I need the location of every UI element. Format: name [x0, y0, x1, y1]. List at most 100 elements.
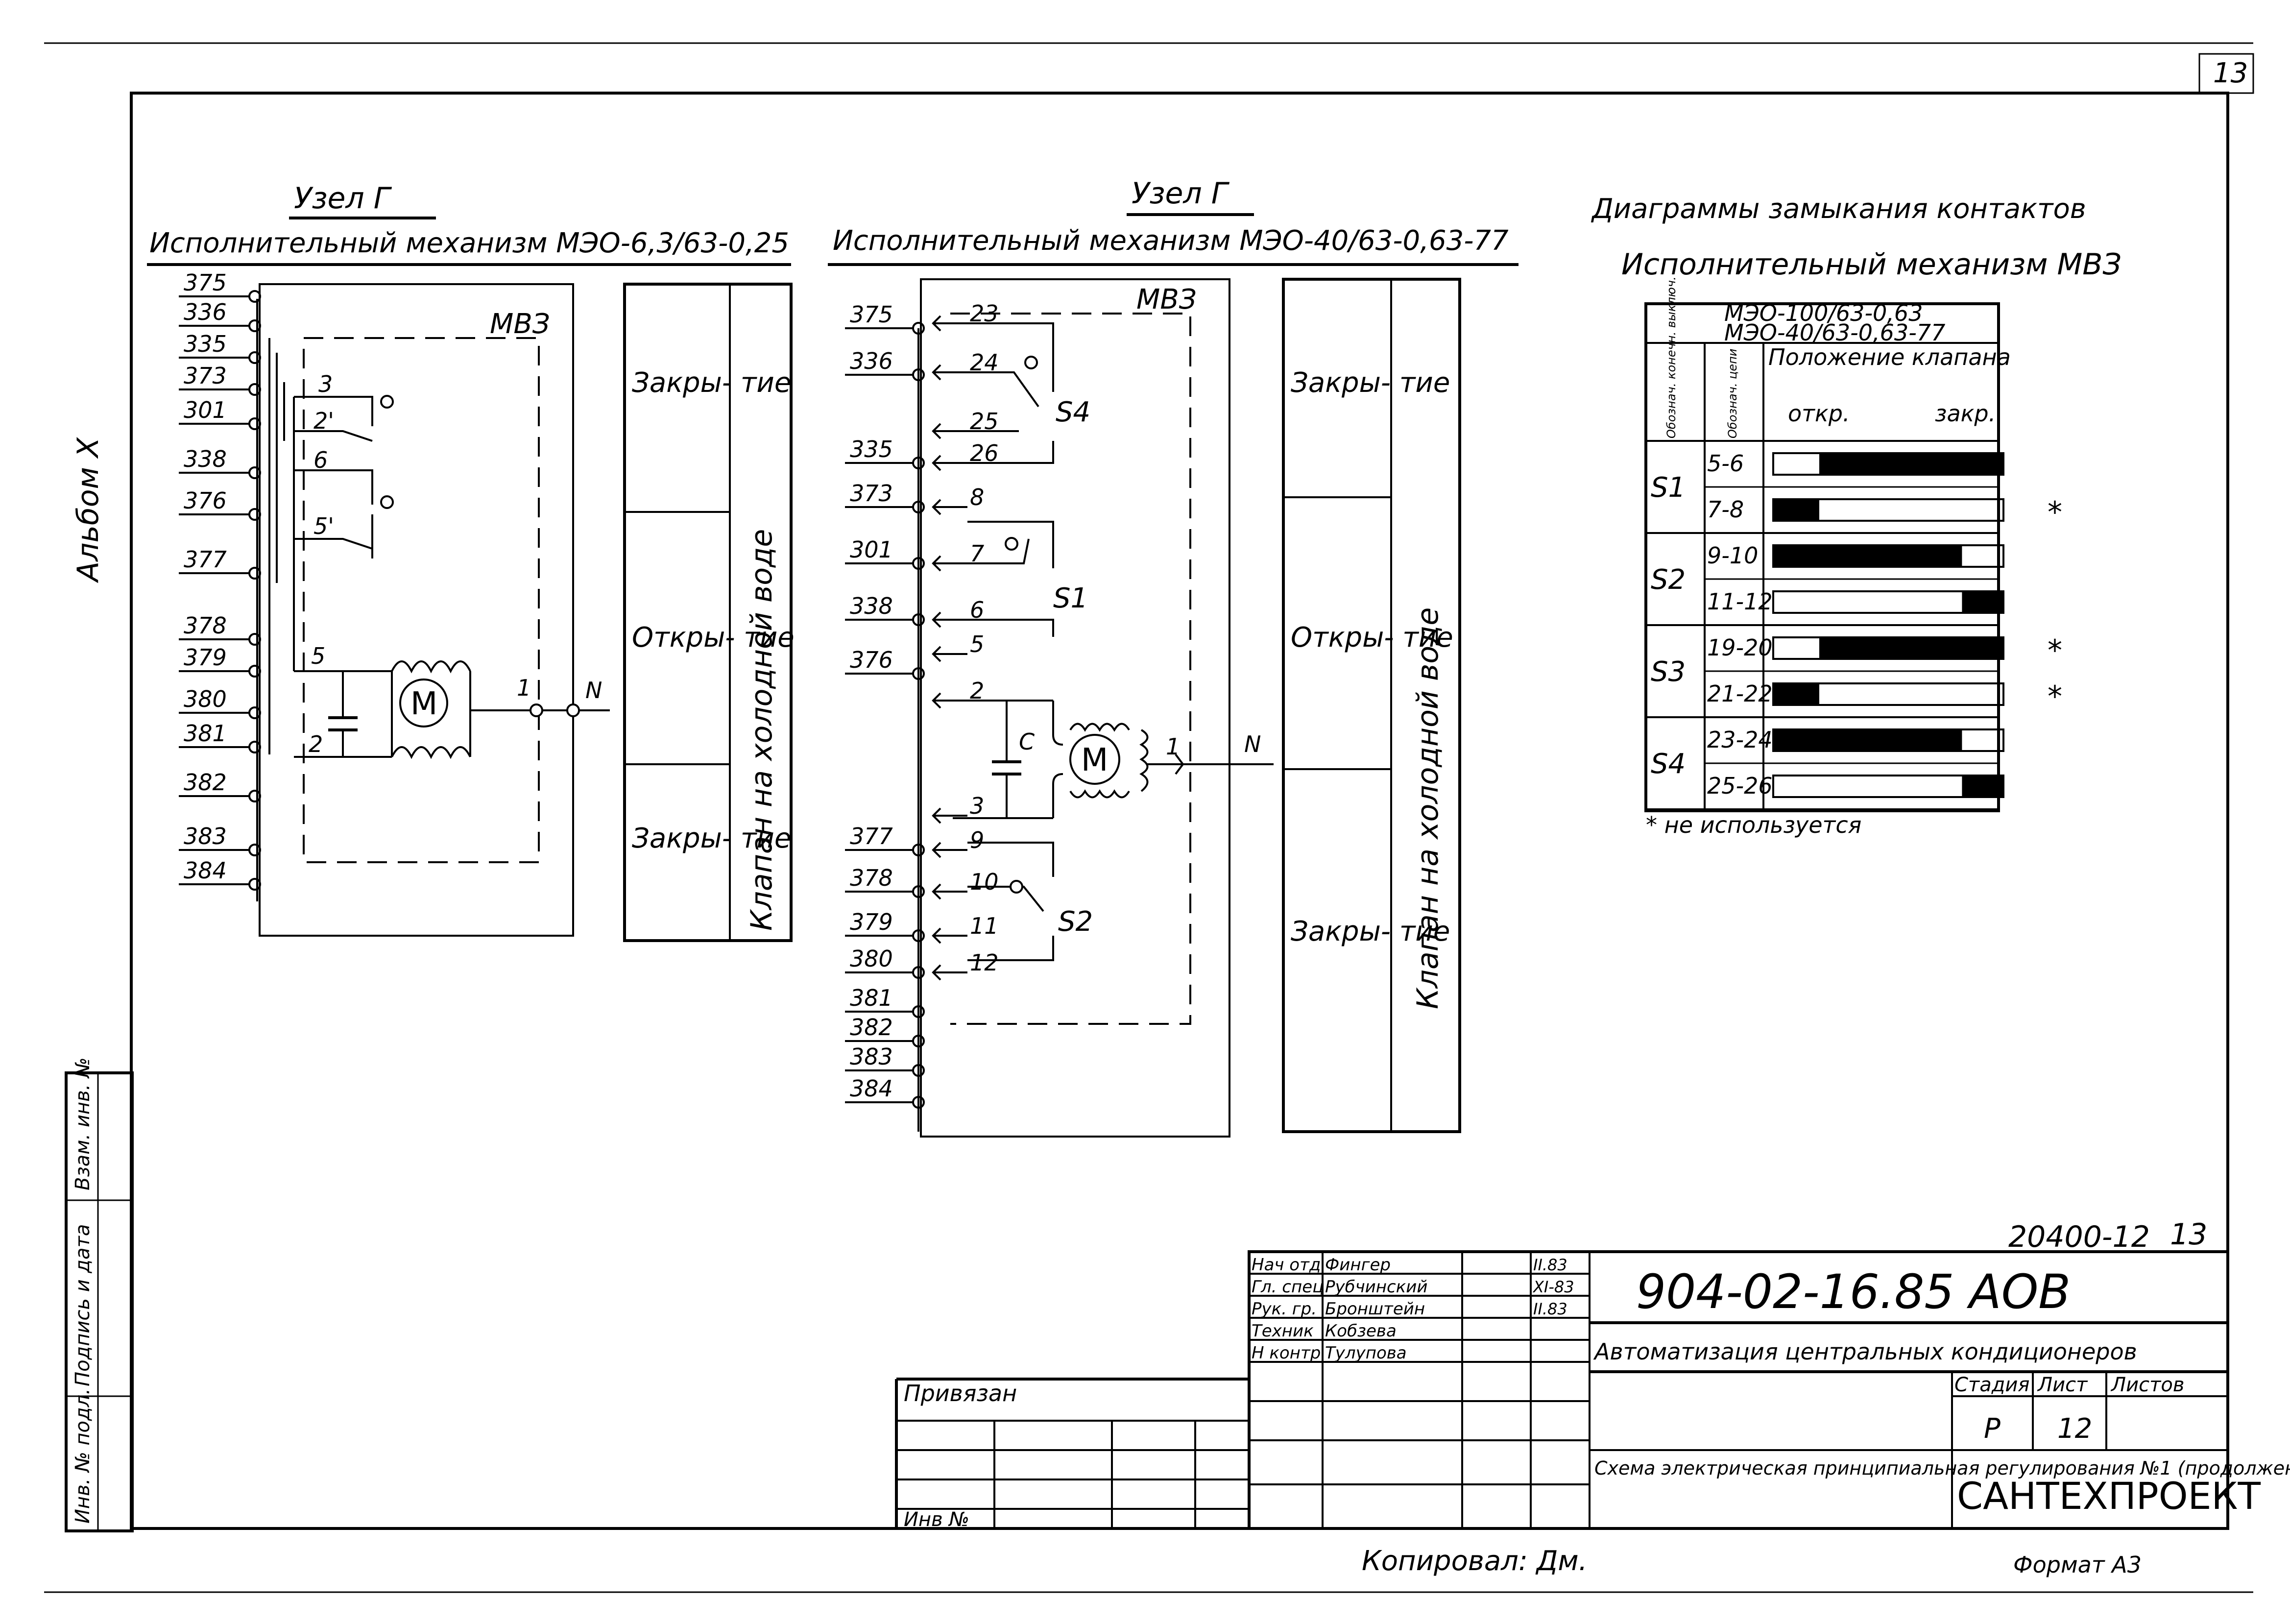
role: Рук. гр.: [1252, 1299, 1317, 1319]
terminal-label: 382: [850, 1014, 893, 1041]
terminal-label: 383: [184, 823, 227, 849]
terminal-node: [248, 508, 261, 521]
terminal-node: [248, 844, 261, 856]
diagram-circuit: 19-20: [1707, 634, 1773, 661]
left-state-close-1: Закры- тие: [632, 367, 791, 399]
diagram-model-1: МЭО-100/63-0,63: [1724, 300, 1923, 326]
role: Нач отд: [1252, 1255, 1321, 1275]
diagram-model-2: МЭО-40/63-0,63-77: [1724, 319, 1945, 346]
right-terminal-list: 3753363353733013383763773783793803813823…: [845, 301, 925, 1109]
diagram-closed-label: закр.: [1935, 400, 1996, 427]
terminal-label: 384: [850, 1075, 893, 1102]
right-block-label: МВЗ: [1136, 284, 1197, 315]
left-valve-label: Клапан на холодной воде: [745, 529, 779, 931]
diagram-circuit: 21-22: [1707, 680, 1773, 707]
format-label: Формат А3: [2013, 1551, 2142, 1578]
diagram-closed-bar: [1773, 499, 1819, 521]
terminal-label: 335: [850, 436, 893, 462]
terminal-label: 338: [850, 593, 893, 619]
terminal-label: 381: [850, 985, 893, 1011]
diagram-subtitle: Исполнительный механизм МВЗ: [1621, 247, 2121, 282]
terminal-label: 301: [184, 397, 227, 423]
diagram-closed-bar: [1962, 591, 2003, 613]
right-contact-1-label: 1: [1166, 733, 1180, 760]
contact-label: 11: [970, 913, 999, 939]
terminal-label: 380: [184, 686, 227, 712]
diagram-title: Диаграммы замыкания контактов: [1591, 193, 2086, 225]
terminal-node: [248, 351, 261, 364]
contact-diagram: Диаграммы замыкания контактов Исполнител…: [1591, 193, 2121, 838]
person-name: Тулупова: [1325, 1343, 1407, 1363]
doc-code: 904-02-16.85 АОВ: [1636, 1264, 2071, 1319]
diagram-col-circuit: Обознач. цепи: [1726, 349, 1739, 438]
terminal-label: 378: [184, 612, 227, 639]
stage-label: Стадия: [1954, 1374, 2029, 1396]
right-capacitor-label: C: [1019, 728, 1035, 755]
diagram-circuit: 7-8: [1707, 496, 1744, 523]
diagram-closed-bar: [1819, 637, 2003, 659]
diagram-unused-mark: *: [2048, 495, 2062, 530]
diagram-circuit: 11-12: [1707, 588, 1773, 615]
right-node-title: Узел Г: [1132, 176, 1230, 211]
right-motor-symbol: M: [1052, 701, 1149, 818]
role: Техник: [1252, 1321, 1314, 1341]
right-valve-label: Клапан на холодной воде: [1411, 607, 1445, 1009]
diagram-closed-bar: [1773, 729, 1962, 751]
diagram-closed-bar: [1819, 453, 2003, 475]
terminal-label: 373: [184, 363, 227, 389]
sheets-label: Листов: [2110, 1374, 2184, 1396]
terminal-node: [248, 741, 261, 753]
diagram-switch: S1: [1651, 472, 1686, 504]
left-node-title: Узел Г: [294, 181, 392, 216]
terminal-label: 336: [850, 348, 893, 374]
diagram-switch: S2: [1651, 564, 1686, 596]
diagram-switch: S4: [1651, 748, 1686, 780]
diagram-circuit: 9-10: [1707, 542, 1758, 569]
terminal-node: [248, 665, 261, 678]
left-neutral-label: N: [585, 677, 602, 703]
stage-value: Р: [1984, 1413, 2001, 1445]
right-motor-label: M: [1081, 742, 1108, 778]
left-block-label: МВЗ: [490, 308, 550, 340]
terminal-label: 336: [184, 299, 227, 325]
album-label: Альбом Х: [71, 436, 105, 583]
right-neutral-label: N: [1244, 731, 1261, 757]
terminal-label: 382: [184, 769, 227, 796]
project-title: Автоматизация центральных кондиционеров: [1593, 1338, 2137, 1365]
left-motor-label: M: [410, 686, 437, 722]
left-contact-2: 2: [309, 731, 323, 757]
diagram-circuit: 5-6: [1707, 450, 1744, 477]
left-contact-5: 5: [311, 643, 325, 669]
terminal-label: 380: [850, 945, 893, 972]
right-switch-s4: S4: [1056, 396, 1090, 428]
contact-label: 3: [970, 793, 984, 819]
terminal-node: [248, 878, 261, 891]
terminal-node: [248, 706, 261, 719]
role: Н контр: [1252, 1343, 1321, 1363]
terminal-label: 383: [850, 1043, 893, 1070]
left-state-close-2: Закры- тие: [632, 823, 791, 854]
right-scheme-title: Исполнительный механизм МЭО-40/63-0,63-7…: [833, 225, 1509, 257]
person-name: Рубчинский: [1325, 1277, 1427, 1297]
sheet-label: Лист: [2037, 1374, 2088, 1396]
person-name: Бронштейн: [1325, 1299, 1425, 1319]
contact-label: 5: [970, 631, 984, 657]
margin-label-signature: Подпись и дата: [72, 1224, 94, 1386]
terminal-label: 378: [850, 865, 893, 891]
diagram-unused-mark: *: [2048, 679, 2062, 714]
right-state-close-1: Закры- тие: [1291, 367, 1450, 399]
terminal-label: 338: [184, 446, 227, 472]
contact-label: 10: [970, 869, 999, 895]
terminal-node: [248, 567, 261, 580]
terminal-node: [248, 383, 261, 396]
terminal-label: 375: [184, 269, 227, 296]
terminal-node: [248, 466, 261, 479]
sheet-value: 12: [2057, 1413, 2092, 1445]
margin-label-replace: Взам. инв. №: [72, 1057, 94, 1190]
left-scheme: Узел Г Исполнительный механизм МЭО-6,3/6…: [147, 181, 795, 942]
left-motor-symbol: M: [391, 660, 471, 759]
terminal-node: [248, 417, 261, 430]
organization: САНТЕХПРОЕКТ: [1957, 1474, 2261, 1518]
